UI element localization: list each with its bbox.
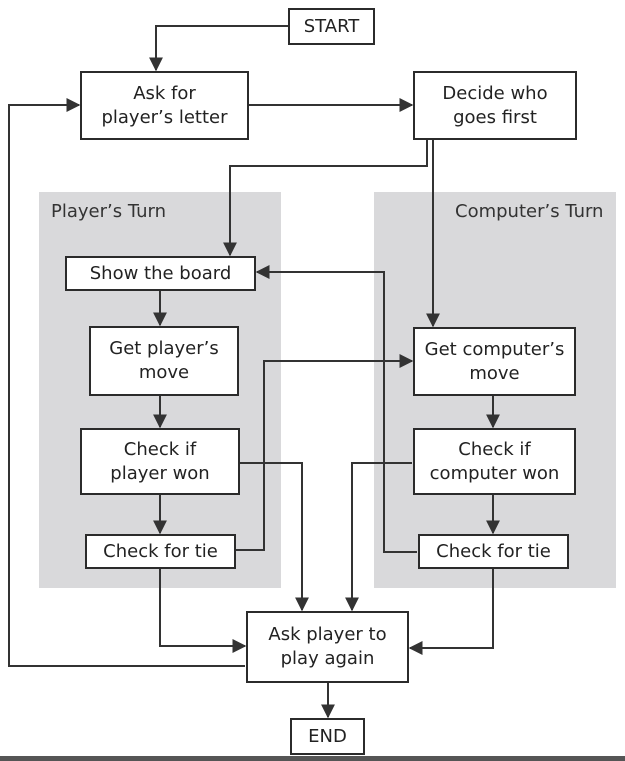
check-tie-computer-node: Check for tie — [418, 534, 569, 569]
arrow-check-tie-computer-to-show-board — [255, 265, 417, 553]
start-node: START — [288, 8, 375, 45]
arrow-check-tie-computer-to-ask-play-again — [408, 568, 494, 655]
get-player-move-node: Get player’s move — [89, 326, 239, 396]
arrow-start-to-ask-letter — [149, 25, 288, 72]
arrow-check-tie-player-to-get-computer-move — [236, 354, 414, 551]
check-tie-player-node: Check for tie — [85, 534, 236, 569]
arrow-check-player-won-to-ask-play-again — [240, 462, 309, 612]
get-computer-move-node: Get computer’s move — [413, 327, 576, 396]
players-turn-label: Player’s Turn — [51, 201, 166, 222]
computers-turn-label: Computer’s Turn — [455, 201, 604, 222]
arrow-ask-play-again-to-ask-letter — [8, 98, 245, 667]
arrow-check-tie-player-to-ask-play-again — [159, 568, 247, 653]
check-player-won-node: Check if player won — [80, 428, 240, 495]
bottom-border — [0, 756, 625, 761]
ask-letter-node: Ask for player’s letter — [80, 71, 249, 140]
check-computer-won-node: Check if computer won — [413, 428, 576, 495]
show-board-node: Show the board — [65, 256, 256, 291]
end-node: END — [290, 718, 365, 755]
arrow-decide-first-to-show-board — [223, 140, 428, 257]
decide-first-node: Decide who goes first — [413, 71, 577, 140]
arrow-check-computer-won-to-ask-play-again — [345, 462, 412, 612]
ask-play-again-node: Ask player to play again — [246, 611, 409, 683]
